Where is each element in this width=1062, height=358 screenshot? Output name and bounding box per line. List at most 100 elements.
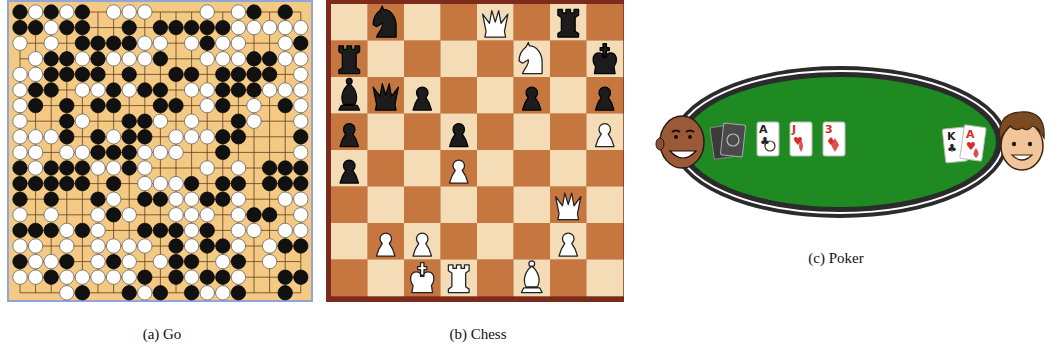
white-stone — [262, 83, 276, 97]
white-stone — [231, 5, 245, 19]
white-stone — [216, 254, 230, 268]
light-square — [587, 187, 624, 224]
white-stone — [200, 5, 214, 19]
black-stone — [122, 20, 136, 34]
white-stone — [278, 83, 292, 97]
black-stone — [122, 67, 136, 81]
black-stone — [138, 83, 152, 97]
black-stone — [122, 114, 136, 128]
black-stone — [44, 67, 58, 81]
black-stone — [169, 254, 183, 268]
white-stone — [200, 98, 214, 112]
light-square — [404, 150, 441, 187]
dark-square — [514, 223, 551, 260]
light-square — [368, 260, 405, 297]
black-stone — [169, 270, 183, 284]
dark-square — [587, 4, 624, 41]
white-pawn — [377, 233, 395, 256]
light-square — [514, 114, 551, 151]
white-pawn — [450, 160, 468, 183]
black-stone — [153, 223, 167, 237]
black-knight — [373, 6, 396, 37]
black-stone — [231, 176, 245, 190]
white-stone — [122, 254, 136, 268]
card-suit: ♣ — [760, 136, 770, 147]
white-stone — [28, 67, 42, 81]
black-stone — [200, 223, 214, 237]
light-square — [331, 150, 368, 187]
black-stone — [278, 5, 292, 19]
white-stone — [122, 52, 136, 66]
light-square — [331, 223, 368, 260]
light-square — [331, 77, 368, 114]
black-stone — [44, 270, 58, 284]
white-stone — [13, 130, 27, 144]
white-stone — [262, 254, 276, 268]
table-felt — [684, 77, 996, 207]
white-stone — [28, 270, 42, 284]
black-stone — [247, 52, 261, 66]
white-stone — [91, 223, 105, 237]
black-stone — [294, 176, 308, 190]
black-stone — [60, 176, 74, 190]
black-stone — [60, 130, 74, 144]
black-stone — [13, 254, 27, 268]
black-stone — [247, 83, 261, 97]
white-queen — [556, 193, 581, 219]
light-square — [441, 187, 478, 224]
black-stone — [200, 270, 214, 284]
black-stone — [91, 145, 105, 159]
black-stone — [294, 239, 308, 253]
white-stone — [122, 270, 136, 284]
black-stone — [216, 239, 230, 253]
white-stone — [44, 254, 58, 268]
black-stone — [75, 223, 89, 237]
white-stone — [184, 83, 198, 97]
black-stone — [122, 130, 136, 144]
black-stone — [138, 130, 152, 144]
black-stone — [138, 270, 152, 284]
white-stone — [28, 254, 42, 268]
white-stone — [60, 223, 74, 237]
black-stone — [184, 254, 198, 268]
white-stone — [153, 36, 167, 50]
black-stone — [91, 67, 105, 81]
dark-square — [514, 4, 551, 41]
white-stone — [106, 52, 120, 66]
black-stone — [216, 145, 230, 159]
black-stone — [28, 176, 42, 190]
black-king — [593, 44, 616, 74]
light-square — [441, 114, 478, 151]
black-stone — [294, 161, 308, 175]
white-stone — [184, 208, 198, 222]
card-rank: K — [947, 131, 956, 142]
white-stone — [138, 176, 152, 190]
card-rank: A — [759, 124, 768, 135]
white-stone — [231, 161, 245, 175]
black-stone — [75, 176, 89, 190]
black-stone — [153, 192, 167, 206]
white-stone — [106, 239, 120, 253]
dark-square — [587, 223, 624, 260]
black-stone — [216, 98, 230, 112]
black-stone — [169, 239, 183, 253]
black-pawn — [596, 87, 614, 110]
black-stone — [153, 286, 167, 300]
white-stone — [91, 270, 105, 284]
white-stone — [184, 36, 198, 50]
dark-square — [368, 77, 405, 114]
white-stone — [106, 130, 120, 144]
black-stone — [75, 286, 89, 300]
dark-square — [404, 260, 441, 297]
black-stone — [153, 52, 167, 66]
black-stone — [44, 52, 58, 66]
black-stone — [44, 192, 58, 206]
white-knight — [519, 43, 542, 74]
white-stone — [200, 52, 214, 66]
white-stone — [262, 239, 276, 253]
dark-square — [404, 187, 441, 224]
white-rook — [448, 265, 469, 293]
white-stone — [153, 145, 167, 159]
black-stone — [200, 36, 214, 50]
black-stone — [231, 67, 245, 81]
